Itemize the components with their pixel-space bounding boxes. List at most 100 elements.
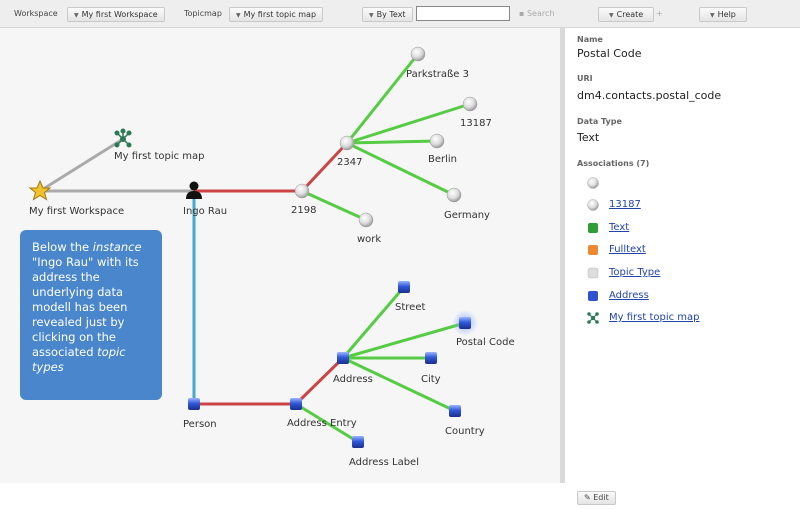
assoc-link[interactable]: Address (609, 290, 649, 301)
assoc-link[interactable]: Fulltext (609, 244, 646, 255)
topic-berlin[interactable]: Berlin (428, 133, 457, 165)
assoc-edge[interactable] (341, 286, 406, 359)
topic-type-city[interactable]: City (421, 352, 441, 385)
topic-type-country[interactable]: Country (445, 405, 485, 437)
topic-label: Country (445, 426, 485, 437)
search-icon: ▪ (519, 9, 525, 18)
search-button-label: Search (526, 9, 555, 18)
star-icon (28, 179, 52, 201)
datatype-label: Data Type (577, 117, 622, 126)
annotation-note: Below the instance "Ingo Rau" with its a… (20, 230, 162, 400)
topic-type-icon (337, 352, 349, 364)
chevron-down-icon: ▼ (369, 12, 374, 19)
topic-label: City (421, 374, 441, 385)
name-value: Postal Code (577, 47, 642, 60)
topic-13187[interactable]: 13187 (460, 96, 492, 129)
help-menu-label: Help (717, 10, 736, 19)
topicmap-icon (587, 312, 599, 324)
fulltext-type-icon (588, 245, 598, 255)
topics: My first Workspace My first topic map (28, 46, 515, 468)
edit-button-label: Edit (593, 493, 609, 502)
assoc-edge[interactable] (346, 102, 471, 145)
topic-type-address[interactable]: Address (333, 352, 373, 385)
note-line: address the (32, 270, 100, 284)
chevron-down-icon: ▼ (609, 12, 614, 19)
assoc-edge[interactable] (295, 402, 359, 444)
topicmap-select-value: My first topic map (243, 10, 317, 19)
topic-label: Address (333, 374, 373, 385)
topic-workspace[interactable]: My first Workspace (28, 179, 124, 217)
topic-icon (446, 187, 462, 203)
chevron-down-icon: ▼ (74, 12, 79, 19)
topic-type-icon (352, 436, 364, 448)
text-type-icon (588, 223, 598, 233)
topicmap-label: Topicmap (184, 9, 222, 18)
topic-label: Ingo Rau (183, 206, 227, 217)
assoc-edge[interactable] (346, 139, 438, 145)
workspace-label: Workspace (14, 9, 58, 18)
topic-label: Person (183, 419, 217, 430)
workspace-select-value: My first Workspace (81, 10, 158, 19)
topic-label: work (357, 234, 381, 245)
search-button[interactable]: ▪ Search (519, 9, 554, 18)
topic-ingo-rau[interactable]: Ingo Rau (183, 181, 227, 218)
note-line: modell has been (32, 300, 128, 314)
topic-2347[interactable]: 2347 (337, 135, 362, 168)
assoc-edge[interactable] (345, 53, 420, 144)
note-line: underlying data (32, 285, 124, 299)
topic-type-icon (398, 281, 410, 293)
topic-parkstrasse[interactable]: Parkstraße 3 (406, 46, 469, 80)
chevron-down-icon: ▼ (710, 12, 715, 19)
assoc-edge[interactable] (39, 137, 124, 193)
topic-icon (294, 183, 310, 199)
search-input[interactable] (416, 6, 510, 21)
topic-type-street[interactable]: Street (395, 281, 425, 313)
create-menu-label: Create (616, 10, 644, 19)
assoc-link[interactable]: My first topic map (609, 312, 700, 323)
topic-icon (358, 212, 374, 228)
assoc-edge[interactable] (300, 141, 349, 193)
topic-type-icon (588, 291, 598, 301)
topic-label: 2198 (291, 205, 316, 216)
search-mode-select[interactable]: ▼By Text (362, 7, 413, 22)
assoc-edge[interactable] (301, 189, 367, 222)
topic-label: Berlin (428, 154, 457, 165)
edit-button[interactable]: ✎ Edit (577, 491, 616, 505)
create-plus-button[interactable]: + (656, 9, 663, 18)
chevron-down-icon: ▼ (236, 12, 241, 19)
uri-value: dm4.contacts.postal_code (577, 89, 722, 102)
assoc-link[interactable]: Topic Type (609, 267, 661, 278)
name-label: Name (577, 35, 603, 44)
assoc-link[interactable]: Text (609, 222, 630, 233)
topic-type-icon (449, 405, 461, 417)
topic-topicmap[interactable]: My first topic map (114, 128, 205, 162)
topic-type-postal-code[interactable]: Postal Code (452, 310, 515, 348)
assoc-edge[interactable] (294, 356, 345, 406)
topic-icon (429, 133, 445, 149)
assoc-link[interactable]: 13187 (609, 199, 641, 210)
workspace-select[interactable]: ▼My first Workspace (67, 7, 165, 22)
topic-ball-icon (587, 177, 599, 189)
topicmap-graph[interactable]: My first Workspace My first topic map (0, 28, 560, 483)
help-menu[interactable]: ▼Help (699, 7, 747, 22)
topic-label: Postal Code (456, 337, 515, 348)
topic-type-address-label[interactable]: Address Label (349, 436, 419, 468)
panel-splitter[interactable] (560, 28, 565, 483)
assoc-edge[interactable] (346, 141, 455, 197)
assoc-edge[interactable] (342, 321, 466, 360)
topic-2198[interactable]: 2198 (291, 183, 316, 216)
topic-label: Parkstraße 3 (406, 69, 469, 80)
topic-type-person[interactable]: Person (183, 398, 217, 430)
create-menu[interactable]: ▼Create (598, 7, 655, 22)
topic-germany[interactable]: Germany (444, 187, 490, 221)
note-line: types (32, 360, 64, 374)
topic-label: My first topic map (114, 151, 205, 162)
topicmap-icon (114, 128, 132, 148)
topicmap-select[interactable]: ▼My first topic map (229, 7, 324, 22)
topic-label: Germany (444, 210, 490, 221)
topic-work[interactable]: work (357, 212, 381, 245)
topic-type-address-entry[interactable]: Address Entry (287, 398, 357, 429)
topic-label: Address Entry (287, 418, 357, 429)
assoc-edge[interactable] (342, 356, 456, 413)
uri-label: URI (577, 74, 593, 83)
